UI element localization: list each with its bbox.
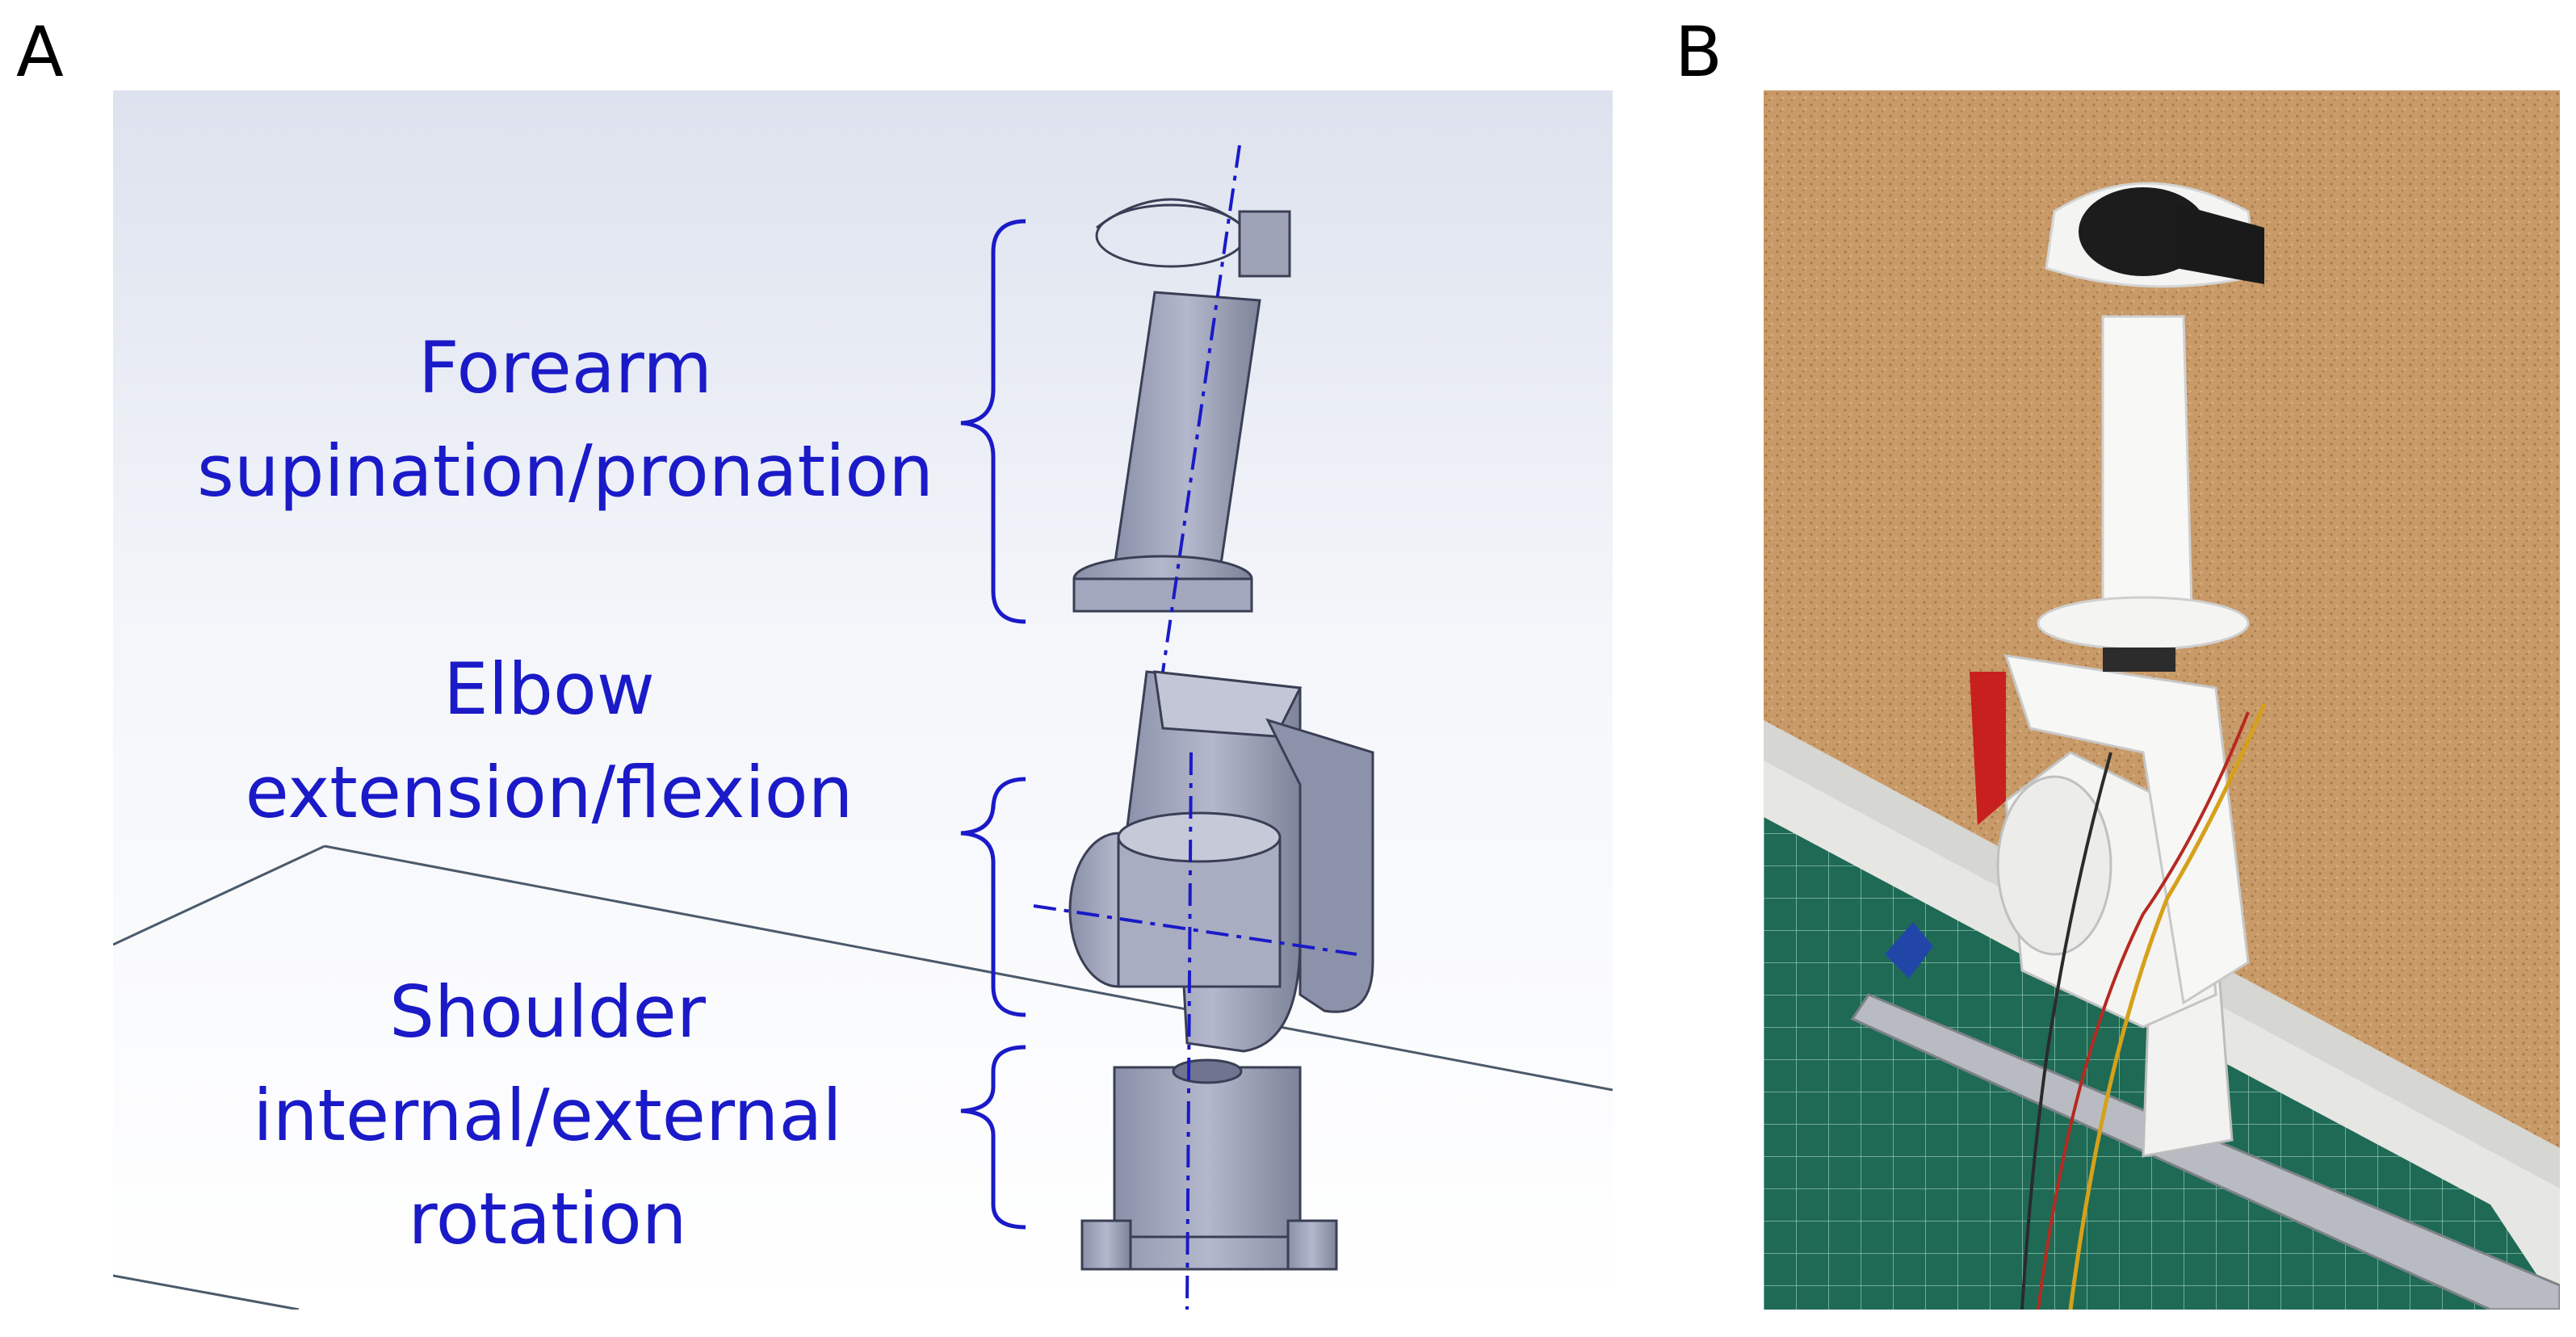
elbow-arm (2003, 654, 2250, 1005)
wire (2020, 752, 2112, 1310)
shoulder-bracket (960, 1045, 1026, 1230)
aluminum-rail (1850, 993, 2560, 1310)
shoulder-label-line1: Shoulder (389, 970, 706, 1054)
shoulder-axis (1185, 752, 1193, 1310)
forearm-label: Forearm supination/pronation (162, 316, 969, 523)
shoulder-label-line3: rotation (408, 1177, 687, 1260)
elbow-bracket (960, 777, 1026, 1017)
ground-plane-edge (113, 845, 325, 946)
ground-plane-edge (113, 1274, 300, 1310)
forearm-photo (2101, 315, 2193, 617)
elbow-label-line1: Elbow (443, 648, 655, 731)
blue-tool (1885, 922, 1933, 979)
elbow-axis (1033, 904, 1357, 956)
shoulder-label-line2: internal/external (253, 1074, 842, 1157)
shoulder-label: Shoulder internal/external rotation (144, 961, 951, 1271)
forearm-disc (2037, 596, 2250, 651)
forearm-bracket (960, 219, 1026, 624)
servo-horn (2103, 648, 2175, 672)
cad-background (113, 90, 1613, 1310)
device-photo-panel (1764, 90, 2560, 1310)
elbow-housing (1068, 670, 1374, 1053)
forearm-label-line1: Forearm (418, 326, 712, 409)
wire (2037, 711, 2250, 1310)
cad-model-panel: Forearm supination/pronation Elbow exten… (113, 90, 1613, 1310)
forearm-axis (1161, 145, 1241, 673)
cuff-strap-side (2175, 203, 2264, 284)
elbow-label-line2: extension/flexion (245, 751, 854, 834)
device-photo (1764, 90, 2560, 1310)
panel-b-letter: B (1675, 12, 1722, 93)
wire (2068, 703, 2267, 1310)
panel-a-letter: A (16, 12, 64, 93)
elbow-label: Elbow extension/flexion (145, 638, 953, 845)
forearm-label-line2: supination/pronation (196, 430, 934, 513)
cad-render (113, 90, 1613, 1310)
red-bracket (1970, 672, 2006, 825)
forearm-link (1072, 198, 1291, 613)
ground-plane-edge (324, 845, 1613, 1092)
shoulder-base (1080, 1058, 1338, 1271)
